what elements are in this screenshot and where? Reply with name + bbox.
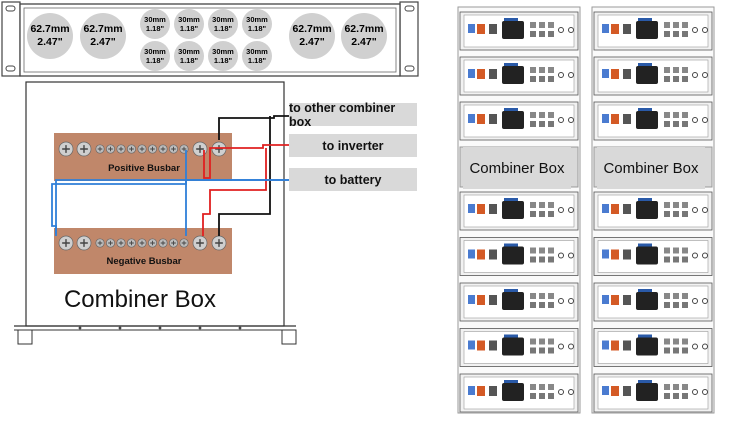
wire-other-combiner-negative — [218, 116, 271, 236]
rack-1-module-screen — [502, 292, 524, 310]
hole-size-mm: 30mm — [246, 47, 268, 56]
rack-1-module-screen — [502, 337, 524, 356]
hole-small-5: 30mm 1.18" — [140, 41, 170, 71]
hole-large-right-1: 62.7mm 2.47" — [289, 13, 335, 59]
rack-1-module-screen — [502, 383, 524, 401]
hole-size-inch: 2.47" — [90, 36, 116, 48]
hole-size-mm: 30mm — [212, 15, 234, 24]
wire-inverter-negative — [202, 148, 267, 236]
label-to-battery: to battery — [289, 168, 417, 191]
rack-1-combiner-label: Combiner Box — [463, 147, 571, 189]
hole-size-inch: 1.18" — [179, 24, 199, 33]
hole-size-inch: 1.18" — [145, 56, 165, 65]
label-to-other-combiner-box: to other combiner box — [289, 101, 417, 129]
rack-2-combiner-label: Combiner Box — [597, 147, 705, 189]
hole-size-inch: 2.47" — [299, 36, 325, 48]
rack-1-module-screen — [502, 21, 524, 39]
hole-size-inch: 1.18" — [213, 56, 233, 65]
hole-size-mm: 62.7mm — [344, 23, 384, 35]
rack-2-module-screen — [636, 66, 658, 84]
hole-small-6: 30mm 1.18" — [174, 41, 204, 71]
hole-small-8: 30mm 1.18" — [242, 41, 272, 71]
rack-1-module-screen — [502, 111, 524, 129]
rack-1-module-screen — [502, 246, 524, 265]
wire-battery-link — [55, 179, 290, 236]
hole-small-1: 30mm 1.18" — [140, 9, 170, 39]
positive-busbar — [54, 133, 232, 181]
hole-size-inch: 1.18" — [213, 24, 233, 33]
hole-small-2: 30mm 1.18" — [174, 9, 204, 39]
hole-large-left-1: 62.7mm 2.47" — [27, 13, 73, 59]
hole-size-mm: 30mm — [178, 15, 200, 24]
hole-small-3: 30mm 1.18" — [208, 9, 238, 39]
hole-size-inch: 1.18" — [247, 56, 267, 65]
label-to-inverter: to inverter — [289, 134, 417, 157]
hole-large-right-2: 62.7mm 2.47" — [341, 13, 387, 59]
rack-2-module-screen — [636, 111, 658, 129]
hole-size-mm: 30mm — [246, 15, 268, 24]
hole-size-mm: 62.7mm — [83, 23, 123, 35]
rack-1-module-screen — [502, 66, 524, 84]
hole-size-mm: 30mm — [144, 47, 166, 56]
hole-small-7: 30mm 1.18" — [208, 41, 238, 71]
hole-size-inch: 2.47" — [351, 36, 377, 48]
hole-size-mm: 62.7mm — [30, 23, 70, 35]
positive-busbar-label: Positive Busbar — [108, 163, 180, 174]
negative-busbar-label: Negative Busbar — [106, 256, 182, 267]
wire-inverter-positive — [203, 144, 290, 179]
combiner-box-title: Combiner Box — [63, 286, 217, 313]
hole-size-mm: 30mm — [178, 47, 200, 56]
hole-size-inch: 1.18" — [179, 56, 199, 65]
hole-size-inch: 1.18" — [247, 24, 267, 33]
hole-small-4: 30mm 1.18" — [242, 9, 272, 39]
rack-1-module-screen — [502, 201, 524, 219]
rack-2-module-screen — [636, 383, 658, 401]
hole-large-left-2: 62.7mm 2.47" — [80, 13, 126, 59]
rack-2-module-screen — [636, 246, 658, 265]
rack-2-module-screen — [636, 21, 658, 39]
rack-2-module-screen — [636, 292, 658, 310]
hole-size-mm: 30mm — [144, 15, 166, 24]
rack-2-module-screen — [636, 201, 658, 219]
hole-size-mm: 62.7mm — [292, 23, 332, 35]
hole-size-mm: 30mm — [212, 47, 234, 56]
rack-2-module-screen — [636, 337, 658, 356]
hole-size-inch: 2.47" — [37, 36, 63, 48]
wire-other-combiner-positive — [218, 115, 290, 140]
hole-size-inch: 1.18" — [145, 24, 165, 33]
